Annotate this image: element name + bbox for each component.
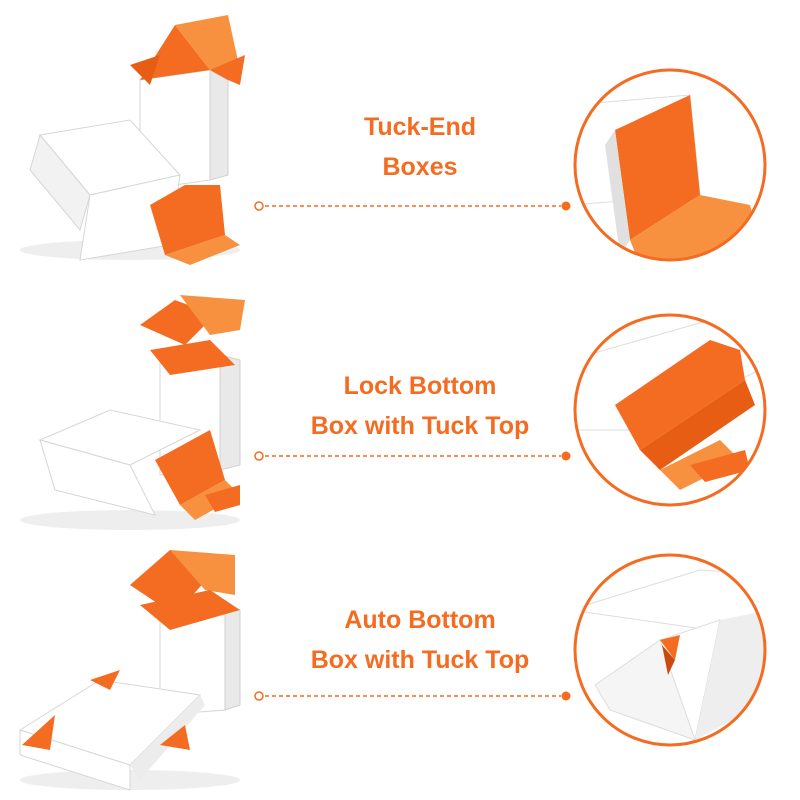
row-lock-bottom: Lock Bottom Box with Tuck Top xyxy=(0,280,800,540)
box-style-label: Auto Bottom Box with Tuck Top xyxy=(270,600,570,680)
lock-bottom-box-illustration xyxy=(20,295,245,530)
label-line-1: Auto Bottom xyxy=(344,606,496,634)
row-auto-bottom: Auto Bottom Box with Tuck Top xyxy=(0,540,800,800)
tuck-end-box-illustration xyxy=(20,15,245,265)
dotted-connector xyxy=(254,691,571,701)
zoom-detail-circle xyxy=(573,553,767,747)
box-style-label: Tuck-End Boxes xyxy=(270,107,570,187)
row-tuck-end: Tuck-End Boxes xyxy=(0,10,800,270)
label-line-2: Boxes xyxy=(382,153,458,181)
zoom-detail-circle xyxy=(573,313,767,507)
label-line-2: Box with Tuck Top xyxy=(310,412,530,440)
dotted-connector xyxy=(254,451,571,461)
zoom-detail-circle xyxy=(573,68,767,262)
box-style-label: Lock Bottom Box with Tuck Top xyxy=(270,366,570,446)
auto-bottom-box-illustration xyxy=(18,550,241,791)
dotted-connector xyxy=(254,201,571,211)
label-line-1: Tuck-End xyxy=(363,113,477,141)
label-line-1: Lock Bottom xyxy=(343,372,497,400)
label-line-2: Box with Tuck Top xyxy=(310,646,530,674)
